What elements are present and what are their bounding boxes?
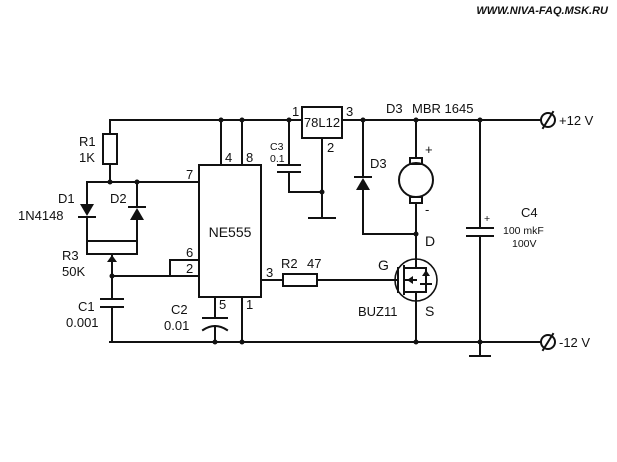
c4-value: 100 mkF: [503, 225, 544, 237]
d2-ref: D2: [110, 191, 127, 206]
d3-top-value: MBR 1645: [412, 101, 473, 116]
ne555-pin-6: 6: [186, 245, 193, 260]
positive-terminal-label: +12 V: [559, 113, 594, 128]
negative-terminal: [540, 332, 556, 352]
mosfet-ref: BUZ11: [358, 304, 398, 319]
ne555-pin-5: 5: [219, 297, 226, 312]
c1-ref: C1: [78, 299, 95, 314]
c1-value: 0.001: [66, 315, 99, 330]
c4-polarity: +: [484, 213, 490, 225]
c3-capacitor: [277, 119, 323, 193]
d1-diode: [78, 181, 96, 249]
d1-ref: D1: [58, 191, 75, 206]
ne555-pin-8: 8: [246, 150, 253, 165]
ne555-pin-3: 3: [266, 265, 273, 280]
regulator-ref: 78L12: [304, 115, 340, 130]
r3-potentiometer: [86, 240, 138, 299]
regulator-pin-1: 1: [292, 104, 299, 119]
junction-dots: [107, 117, 483, 345]
r2-ref: R2: [281, 256, 298, 271]
ne555-pin-1: 1: [246, 297, 253, 312]
ne555-pin-4: 4: [225, 150, 232, 165]
watermark: WWW.NIVA-FAQ.MSK.RU: [476, 5, 609, 17]
mosfet-buz11: [394, 249, 438, 343]
mosfet-drain-label: D: [425, 233, 435, 249]
c2-value: 0.01: [164, 318, 189, 333]
ne555-ref: NE555: [209, 224, 252, 240]
r1-resistor: [102, 119, 118, 183]
d2-diode: [128, 181, 146, 249]
d3-flyback-diode: [354, 119, 417, 235]
r3-ref: R3: [62, 248, 79, 263]
d3-side-ref: D3: [370, 156, 387, 171]
c2-ref: C2: [171, 302, 188, 317]
r2-value: 47: [307, 256, 321, 271]
motor-plus: +: [425, 142, 433, 157]
regulator-78l12: [301, 106, 343, 219]
c4-capacitor: [466, 119, 494, 357]
ne555-pin-2: 2: [186, 261, 193, 276]
c4-ref: C4: [521, 205, 538, 220]
mosfet-gate-label: G: [378, 257, 389, 273]
motor-minus: -: [425, 202, 429, 217]
regulator-pin-2: 2: [327, 140, 334, 155]
c4-voltage: 100V: [512, 238, 537, 250]
trigger-threshold-wire: [111, 259, 200, 277]
d1-value: 1N4148: [18, 208, 64, 223]
c3-value: 0.1: [270, 153, 285, 165]
mosfet-source-label: S: [425, 303, 434, 319]
negative-terminal-label: -12 V: [559, 335, 590, 350]
c3-ref: C3: [270, 141, 284, 153]
regulator-pin-3: 3: [346, 104, 353, 119]
motor: [398, 119, 434, 251]
r1-value: 1K: [79, 150, 95, 165]
ne555-chip: [198, 119, 284, 343]
ne555-pin-7: 7: [186, 167, 193, 182]
positive-terminal: [540, 110, 556, 130]
r2-resistor: [282, 273, 399, 287]
r3-value: 50K: [62, 264, 85, 279]
c2-capacitor: [201, 317, 229, 343]
d3-top-ref: D3: [386, 101, 403, 116]
r1-ref: R1: [79, 134, 96, 149]
c1-capacitor: [100, 298, 124, 343]
